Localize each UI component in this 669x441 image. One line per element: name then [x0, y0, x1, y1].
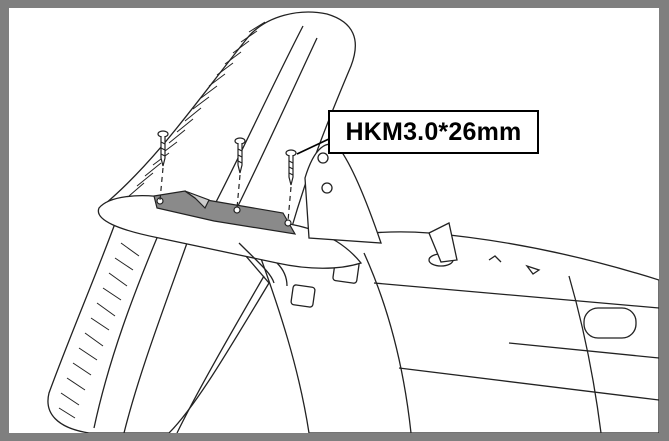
assembly-illustration: HKM3.0*26mm	[9, 8, 659, 433]
stabilizer-bracket	[153, 190, 297, 235]
callout-leader-line	[296, 137, 332, 155]
screw-size-label: HKM3.0*26mm	[345, 117, 522, 146]
airplane-tail-assembly-drawing	[47, 11, 659, 433]
tail-fairing	[97, 195, 363, 287]
screw-size-callout: HKM3.0*26mm	[328, 110, 539, 154]
lower-stabilizer	[47, 217, 270, 433]
fuselage	[258, 222, 659, 433]
upper-elevator-hinges	[128, 21, 266, 197]
screw-middle	[234, 137, 246, 209]
lower-elevator-hinges	[58, 242, 140, 419]
screw-left	[157, 130, 169, 201]
screw-right	[285, 149, 297, 222]
vertical-fin	[304, 143, 382, 244]
screws	[157, 130, 297, 222]
